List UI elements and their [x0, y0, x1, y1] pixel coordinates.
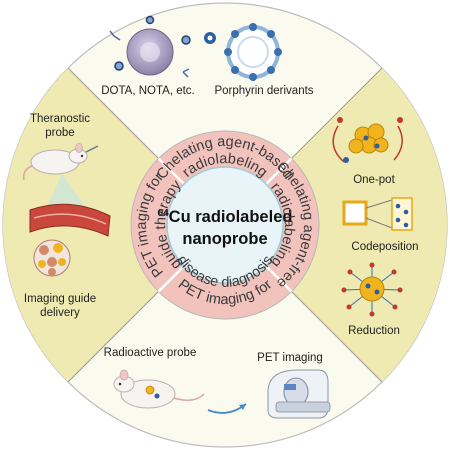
reduction-label: Reduction — [348, 325, 400, 337]
center-title-line1: 64Cu radiolabeled — [158, 208, 293, 226]
theranostic-label-2: probe — [45, 127, 74, 139]
center-disc — [166, 166, 284, 284]
radioisotope-icon — [204, 32, 216, 44]
reduction-nanoparticle-icon — [341, 262, 403, 317]
pet-scanner-icon — [267, 369, 331, 419]
arrow-head-icon — [239, 404, 246, 410]
radioactive-probe-label: Radioactive probe — [104, 347, 197, 359]
one-pot-nanocluster-icon — [332, 117, 403, 163]
center-title-line2: nanoprobe — [182, 230, 267, 248]
tumor-cluster-icon — [33, 239, 71, 277]
chelator-icon — [109, 15, 191, 78]
mouse-icon — [22, 143, 99, 181]
imaging-guide-label-2: delivery — [40, 307, 80, 319]
codeposition-label: Codeposition — [351, 241, 418, 253]
codeposition-nanosheet-icon — [342, 197, 413, 231]
dota-nota-label: DOTA, NOTA, etc. — [101, 85, 195, 97]
theranostic-label-1: Theranostic — [30, 113, 90, 125]
pet-imaging-label: PET imaging — [257, 352, 323, 364]
right-quadrant — [225, 68, 448, 382]
center-superscript: 64 — [158, 208, 170, 219]
mouse-icon — [113, 369, 205, 409]
porphyrin-label: Porphyrin derivants — [214, 85, 313, 97]
imaging-guide-label-1: Imaging guide — [24, 293, 96, 305]
left-quadrant — [2, 68, 226, 382]
nanoparticle-icon — [126, 28, 174, 76]
one-pot-label: One-pot — [353, 174, 395, 186]
blood-vessel-icon — [29, 203, 111, 237]
porphyrin-nanoparticle-icon — [224, 23, 282, 81]
center-line1: Cu radiolabeled — [169, 208, 293, 226]
